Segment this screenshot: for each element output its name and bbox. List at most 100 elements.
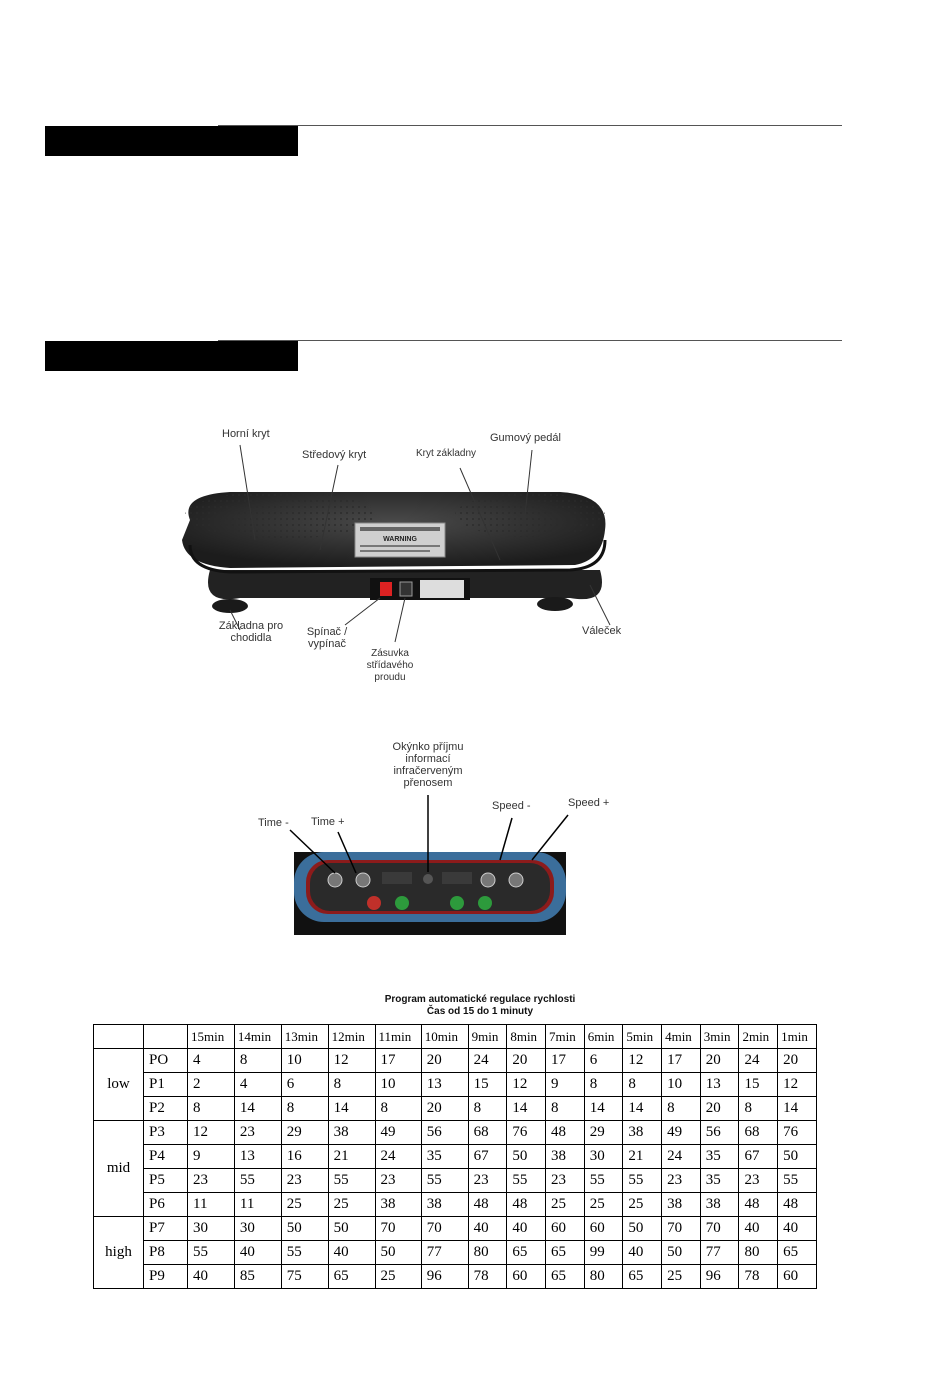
speed-program-table: 15min 14min 13min 12min 11min 10min 9min…	[93, 1024, 817, 1289]
speed-value-cell: 70	[699, 1216, 740, 1241]
speed-value-cell: 60	[506, 1264, 547, 1289]
speed-value-cell: 12	[506, 1072, 547, 1097]
speed-value-cell: 80	[738, 1240, 779, 1265]
label-valecek: Váleček	[582, 625, 622, 637]
speed-value-cell: 50	[622, 1216, 663, 1241]
red-button-icon	[367, 896, 381, 910]
speed-value-cell: 10	[661, 1072, 701, 1097]
label-spinac-vypinac: Spínač / vypínač	[306, 626, 348, 650]
speed-value-cell: 25	[374, 1264, 422, 1289]
speed-value-cell: 48	[738, 1192, 779, 1217]
label-speed-plus: Speed +	[568, 797, 610, 809]
control-panel-figure: Okýnko příjmu informací infračerveným př…	[250, 740, 620, 935]
speed-value-cell: 12	[777, 1072, 817, 1097]
program-label: P8	[143, 1240, 188, 1265]
label-kryt-zakladny: Kryt základny	[416, 448, 477, 459]
speed-value-cell: 8	[374, 1096, 422, 1121]
speed-value-cell: 23	[374, 1168, 422, 1193]
header-time: 7min	[545, 1024, 585, 1049]
speed-value-cell: 25	[545, 1192, 585, 1217]
speed-value-cell: 23	[738, 1168, 779, 1193]
speed-value-cell: 8	[280, 1096, 329, 1121]
speed-value-cell: 13	[420, 1072, 469, 1097]
speed-value-cell: 17	[374, 1048, 422, 1073]
group-label: mid	[93, 1120, 144, 1217]
speed-value-cell: 40	[738, 1216, 779, 1241]
speed-value-cell: 8	[467, 1096, 508, 1121]
speed-value-cell: 55	[187, 1240, 235, 1265]
speed-value-cell: 50	[374, 1240, 422, 1265]
speed-value-cell: 20	[506, 1048, 547, 1073]
speed-value-cell: 76	[506, 1120, 547, 1145]
speed-value-cell: 35	[699, 1168, 740, 1193]
speed-value-cell: 8	[233, 1048, 282, 1073]
speed-value-cell: 23	[467, 1168, 508, 1193]
label-gumovy-pedal: Gumový pedál	[490, 432, 561, 444]
header-time: 9min	[467, 1024, 508, 1049]
header-time: 11min	[374, 1024, 422, 1049]
green-button-icon	[395, 896, 409, 910]
header-time: 14min	[233, 1024, 282, 1049]
speed-plus-button-icon	[508, 872, 524, 888]
speed-value-cell: 77	[420, 1240, 469, 1265]
speed-value-cell: 55	[777, 1168, 817, 1193]
speed-value-cell: 14	[506, 1096, 547, 1121]
label-zakladna-pro-chodidla: Základna pro chodidla	[218, 620, 284, 644]
infrared-window-icon	[423, 874, 433, 884]
speed-value-cell: 65	[506, 1240, 547, 1265]
speed-value-cell: 16	[280, 1144, 329, 1169]
speed-value-cell: 67	[738, 1144, 779, 1169]
speed-value-cell: 11	[233, 1192, 282, 1217]
vibration-platform-figure: WARNING Horní kryt Středový kryt Kryt zá…	[170, 420, 650, 700]
speed-value-cell: 20	[699, 1096, 740, 1121]
speed-value-cell: 11	[187, 1192, 235, 1217]
table-title: Program automatické regulace rychlosti	[384, 994, 576, 1005]
speed-value-cell: 24	[661, 1144, 701, 1169]
speed-value-cell: 25	[661, 1264, 701, 1289]
speed-value-cell: 65	[545, 1264, 585, 1289]
speed-value-cell: 50	[280, 1216, 329, 1241]
time-plus-button-icon	[355, 872, 371, 888]
speed-value-cell: 23	[280, 1168, 329, 1193]
warning-sticker-text: WARNING	[383, 536, 417, 543]
speed-value-cell: 40	[467, 1216, 508, 1241]
speed-value-cell: 2	[187, 1072, 235, 1097]
speed-value-cell: 77	[699, 1240, 740, 1265]
program-label: P2	[143, 1096, 188, 1121]
speed-value-cell: 20	[699, 1048, 740, 1073]
speed-value-cell: 60	[545, 1216, 585, 1241]
speed-value-cell: 38	[374, 1192, 422, 1217]
speed-value-cell: 12	[187, 1120, 235, 1145]
speed-value-cell: 17	[545, 1048, 585, 1073]
speed-value-cell: 40	[777, 1216, 817, 1241]
speed-value-cell: 48	[467, 1192, 508, 1217]
time-minus-button-icon	[327, 872, 343, 888]
speed-value-cell: 20	[420, 1048, 469, 1073]
program-label: P9	[143, 1264, 188, 1289]
speed-value-cell: 38	[622, 1120, 663, 1145]
speed-value-cell: 50	[506, 1144, 547, 1169]
speed-value-cell: 14	[583, 1096, 624, 1121]
speed-value-cell: 25	[280, 1192, 329, 1217]
speed-value-cell: 8	[583, 1072, 624, 1097]
speed-value-cell: 55	[583, 1168, 624, 1193]
speed-value-cell: 6	[583, 1048, 624, 1073]
header-time: 3min	[699, 1024, 740, 1049]
speed-value-cell: 50	[661, 1240, 701, 1265]
speed-value-cell: 29	[583, 1120, 624, 1145]
speed-value-cell: 76	[777, 1120, 817, 1145]
speed-value-cell: 40	[327, 1240, 376, 1265]
speed-value-cell: 70	[420, 1216, 469, 1241]
header-empty-program	[143, 1024, 188, 1049]
speed-value-cell: 9	[187, 1144, 235, 1169]
vibration-platform-illustration: WARNING	[182, 444, 611, 643]
speed-value-cell: 55	[233, 1168, 282, 1193]
speed-value-cell: 48	[777, 1192, 817, 1217]
speed-value-cell: 80	[467, 1240, 508, 1265]
speed-value-cell: 30	[187, 1216, 235, 1241]
